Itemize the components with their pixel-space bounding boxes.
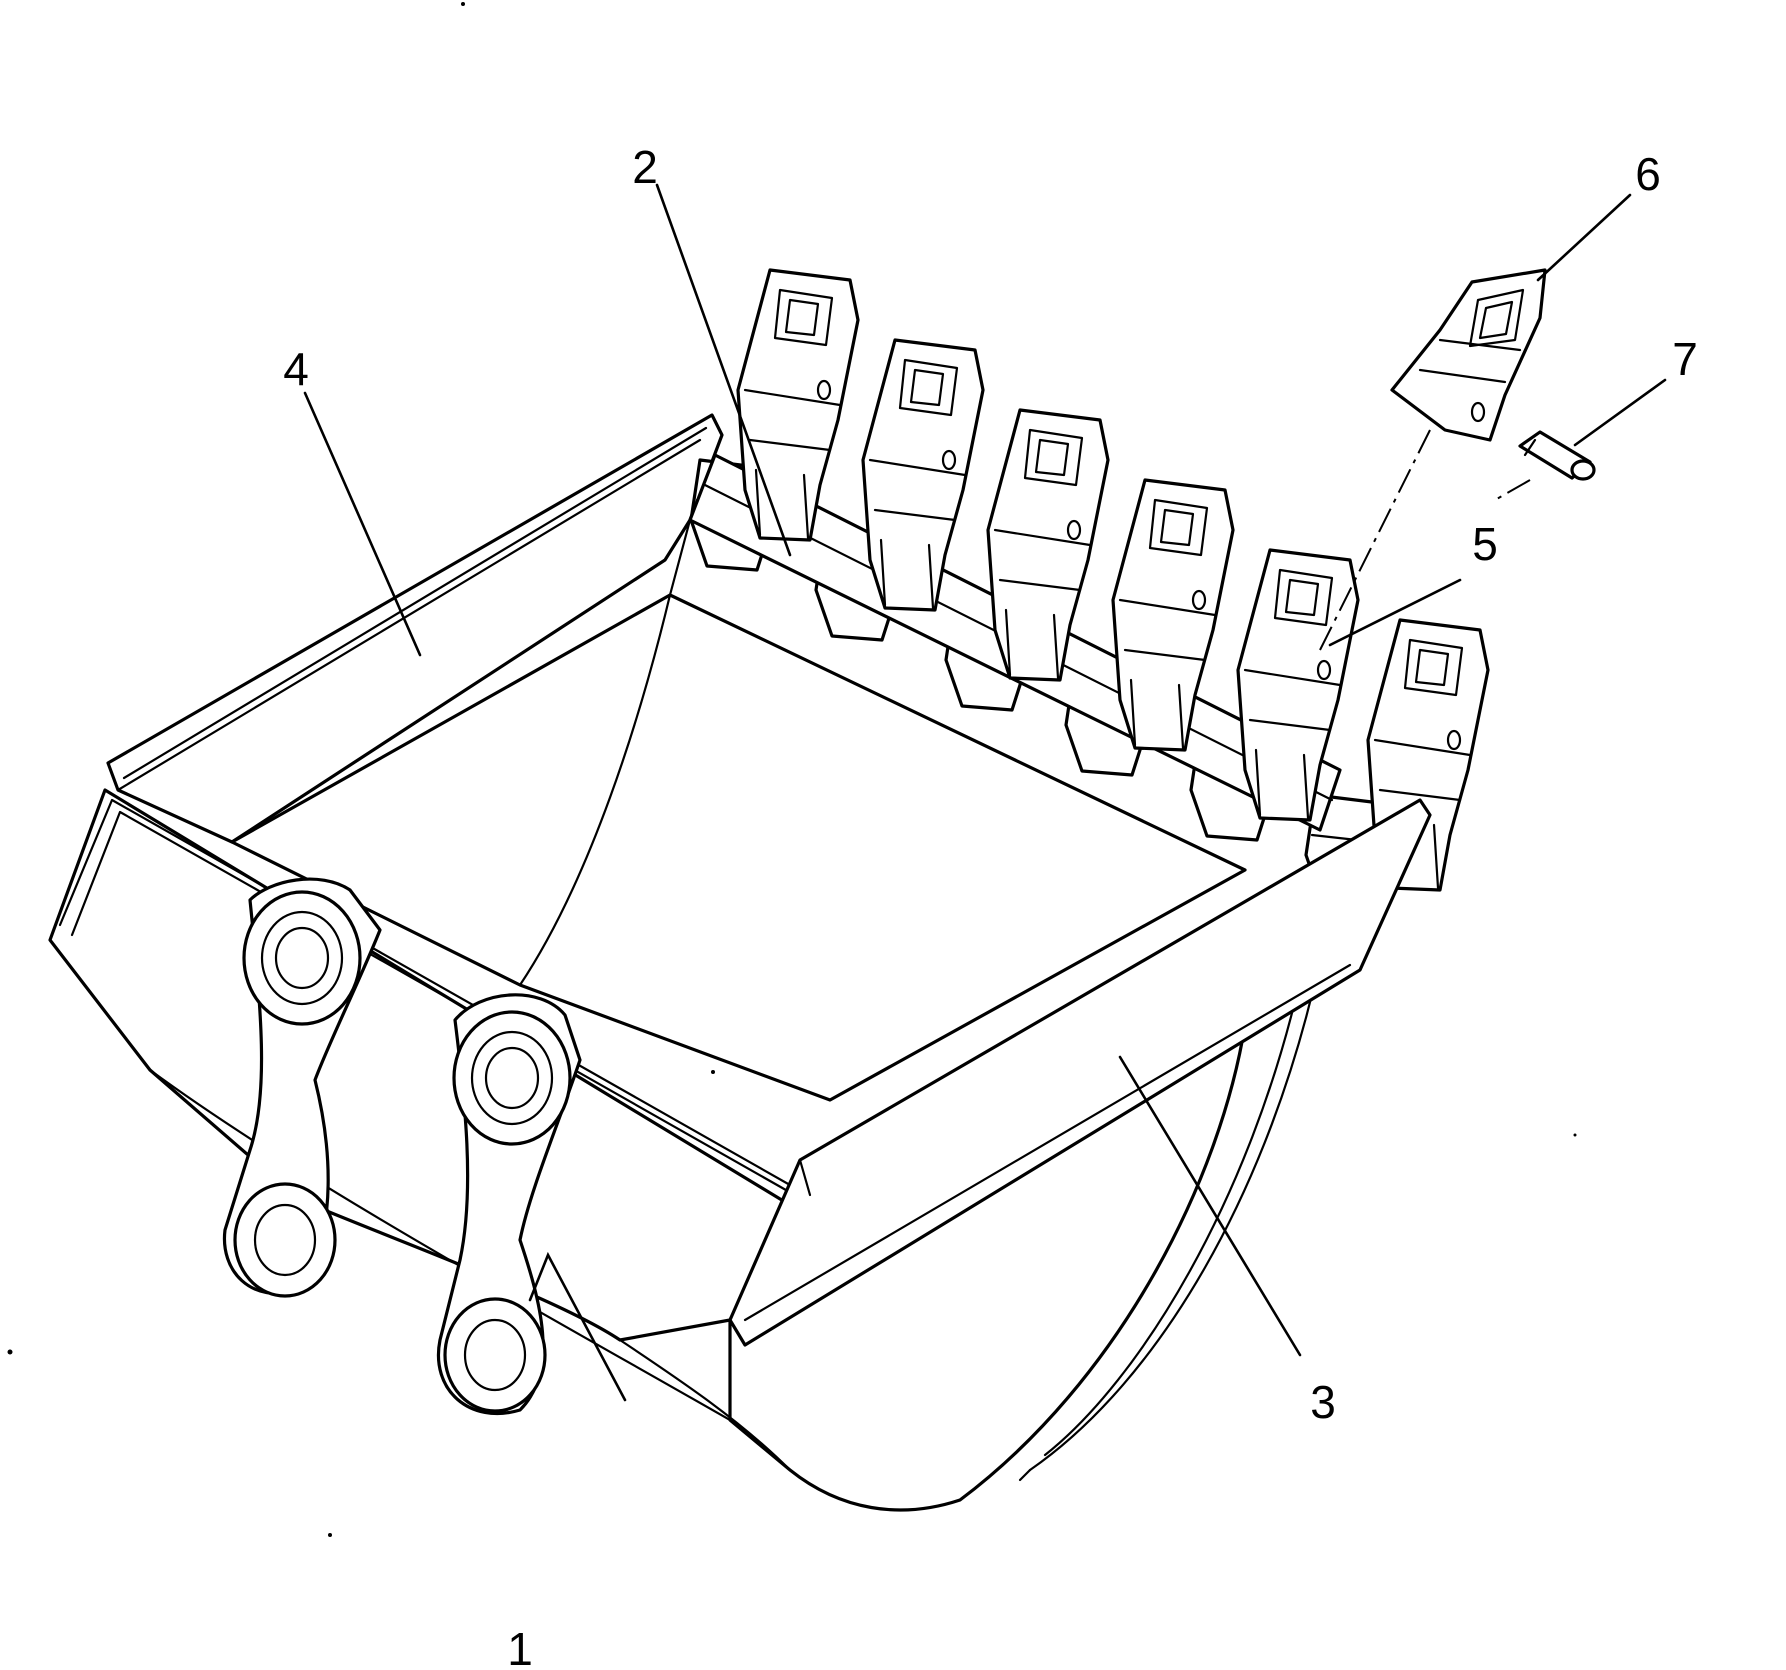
callout-5: 5 xyxy=(1472,518,1498,570)
scan-specks xyxy=(7,2,1577,1537)
leader-lines xyxy=(303,183,1667,1402)
callout-2: 2 xyxy=(632,141,658,193)
left-side-plate xyxy=(106,413,724,844)
hinge-bosses xyxy=(222,877,582,1416)
callout-7: 7 xyxy=(1672,333,1698,385)
exploded-tooth xyxy=(1390,268,1547,442)
exploded-pin xyxy=(1518,430,1596,481)
right-side-plate xyxy=(728,798,1432,1347)
callout-3: 3 xyxy=(1310,1376,1336,1428)
callout-labels: 1 2 3 4 5 6 7 xyxy=(283,141,1698,1670)
bucket-floor xyxy=(230,518,1247,1102)
callout-6: 6 xyxy=(1635,148,1661,200)
callout-4: 4 xyxy=(283,343,309,395)
callout-1: 1 xyxy=(507,1623,533,1670)
centerlines xyxy=(1319,429,1531,651)
